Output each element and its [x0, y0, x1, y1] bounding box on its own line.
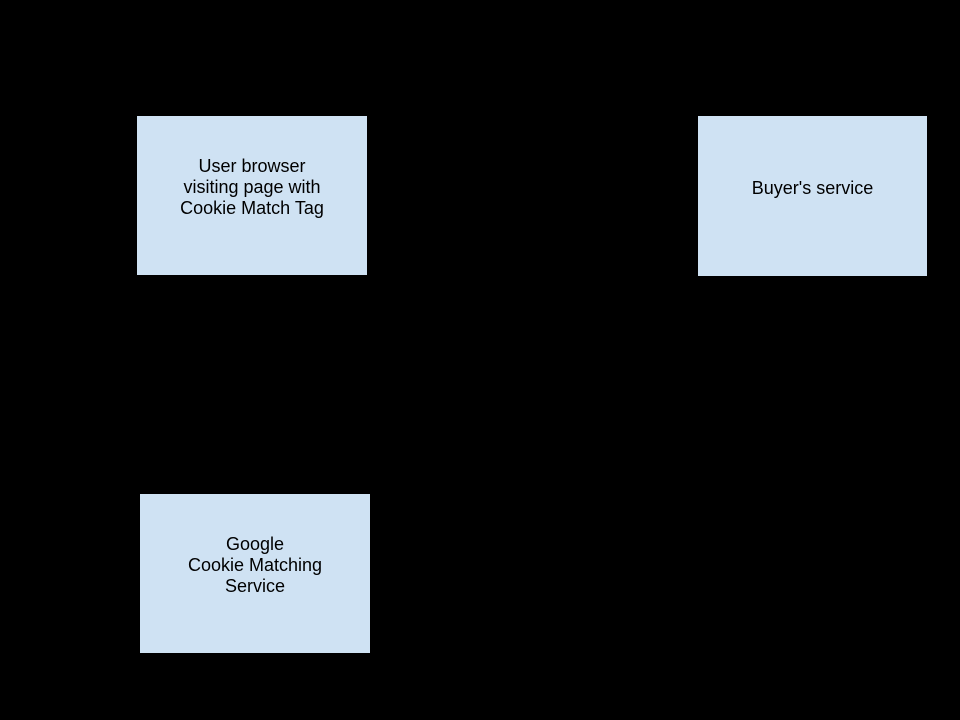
text-line: User browser	[198, 156, 306, 176]
text-line: Service	[224, 576, 285, 596]
user-browser-label: User browser visiting page with Cookie M…	[180, 156, 324, 219]
text-line: visiting page with	[183, 177, 321, 197]
text-line: Google	[225, 534, 285, 554]
buyers-service-box: Buyer's service	[697, 115, 928, 277]
google-cookie-matching-service-label: Google Cookie Matching Service	[188, 534, 322, 597]
user-browser-box: User browser visiting page with Cookie M…	[136, 115, 368, 276]
google-cookie-matching-service-box: Google Cookie Matching Service	[139, 493, 371, 654]
text-line: Buyer's service	[751, 177, 874, 198]
text-line: Cookie Matching	[187, 555, 323, 575]
text-line: Cookie Match Tag	[180, 198, 324, 218]
buyers-service-label: Buyer's service	[752, 178, 873, 199]
